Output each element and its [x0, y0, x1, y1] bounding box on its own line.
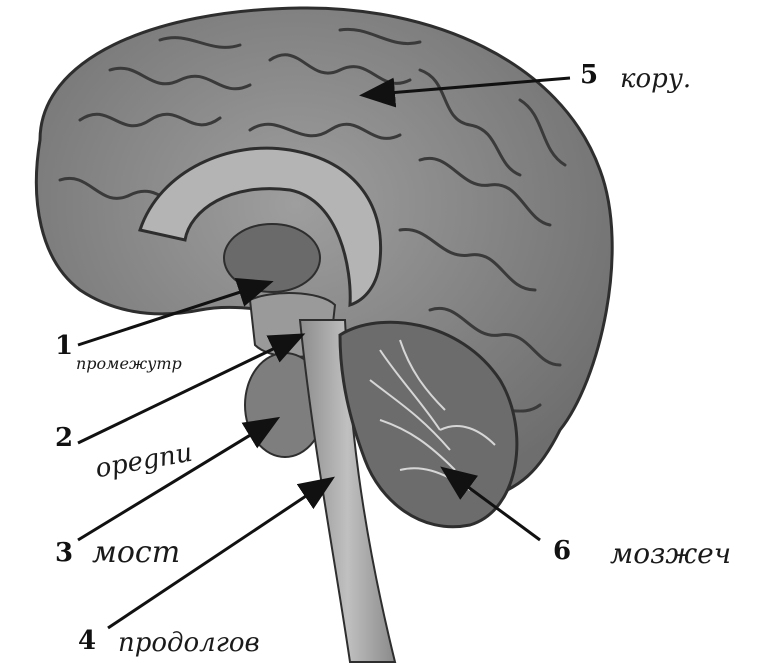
diencephalon	[224, 224, 320, 292]
label-number-5: 5	[580, 62, 598, 88]
handwritten-label-3: мост	[92, 538, 180, 568]
handwritten-label-4: продолгов	[118, 630, 260, 656]
label-number-3: 3	[55, 540, 73, 566]
label-number-4: 4	[78, 628, 96, 654]
handwritten-label-5: кору.	[620, 66, 691, 92]
label-number-6: 6	[553, 538, 571, 564]
handwritten-label-1: промежутр	[76, 356, 182, 372]
handwritten-label-6: мозжеч	[610, 540, 731, 568]
label-number-2: 2	[55, 425, 73, 451]
label-number-1: 1	[55, 333, 73, 359]
